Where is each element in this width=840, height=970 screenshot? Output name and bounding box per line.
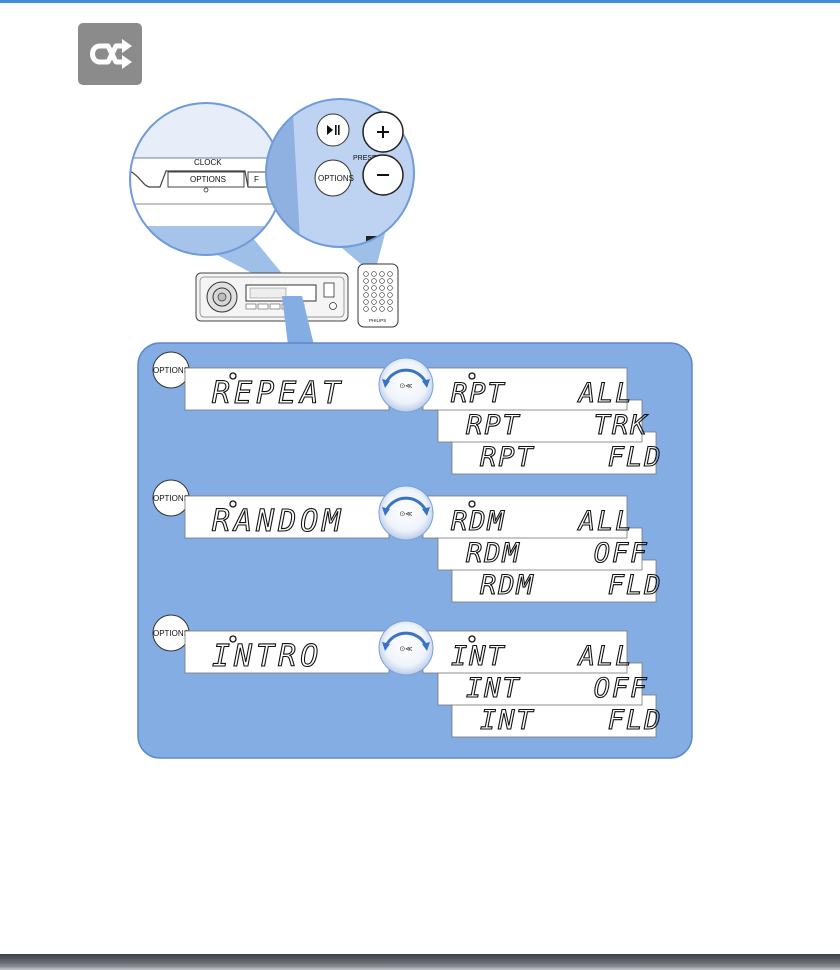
remote-key bbox=[380, 307, 385, 312]
remote-key bbox=[372, 279, 377, 284]
remote-key bbox=[388, 286, 393, 291]
remote-key bbox=[380, 293, 385, 298]
remote-key bbox=[380, 272, 385, 277]
remote-key bbox=[372, 272, 377, 277]
mode-display-text: INTRO bbox=[212, 639, 322, 674]
magnifier-remote: PRESET OPTIONS bbox=[260, 95, 430, 255]
setting-display-text: INT ALL bbox=[451, 641, 634, 672]
remote-key bbox=[364, 293, 369, 298]
bottom-rule bbox=[0, 954, 840, 970]
remote-key bbox=[372, 307, 377, 312]
setting-display-text: INT FLD bbox=[480, 705, 663, 736]
remote-key bbox=[372, 286, 377, 291]
knob-label: ⊙≪ bbox=[399, 511, 412, 518]
setting-display-text: RDM ALL bbox=[451, 506, 634, 537]
options-label-head-unit: OPTIONS bbox=[190, 175, 226, 184]
remote-key bbox=[372, 293, 377, 298]
remote-key bbox=[380, 286, 385, 291]
options-label-remote: OPTIONS bbox=[318, 174, 354, 183]
mode-display-text: RANDOM bbox=[212, 504, 344, 539]
remote-key bbox=[364, 300, 369, 305]
remote-key bbox=[388, 293, 393, 298]
remote-control: PHILIPS bbox=[358, 264, 398, 327]
remote-key bbox=[364, 279, 369, 284]
setting-display-text: RDM FLD bbox=[480, 570, 663, 601]
remote-key bbox=[388, 272, 393, 277]
clock-label: CLOCK bbox=[194, 158, 222, 167]
setting-display-text: RPT TRK bbox=[466, 410, 649, 441]
remote-key bbox=[364, 307, 369, 312]
remote-key bbox=[364, 286, 369, 291]
remote-key bbox=[372, 300, 377, 305]
options-button-label: OPTIONS bbox=[153, 366, 189, 375]
options-button-label: OPTIONS bbox=[153, 629, 189, 638]
mode-display-text: REPEAT bbox=[212, 376, 344, 411]
remote-key bbox=[388, 279, 393, 284]
knob-label: ⊙≪ bbox=[399, 383, 412, 390]
setting-display-text: INT OFF bbox=[466, 673, 649, 704]
remote-key bbox=[364, 272, 369, 277]
setting-display-text: RDM OFF bbox=[466, 538, 649, 569]
remote-key bbox=[380, 300, 385, 305]
options-button-label: OPTIONS bbox=[153, 494, 189, 503]
setting-display-text: RPT ALL bbox=[451, 378, 634, 409]
knob-label: ⊙≪ bbox=[399, 646, 412, 653]
car-stereo-head-unit bbox=[196, 273, 348, 321]
remote-key bbox=[388, 300, 393, 305]
remote-key bbox=[388, 307, 393, 312]
remote-brand: PHILIPS bbox=[369, 318, 386, 323]
cut-off-label: F bbox=[254, 175, 259, 184]
setting-display-text: RPT FLD bbox=[480, 442, 663, 473]
remote-key bbox=[380, 279, 385, 284]
